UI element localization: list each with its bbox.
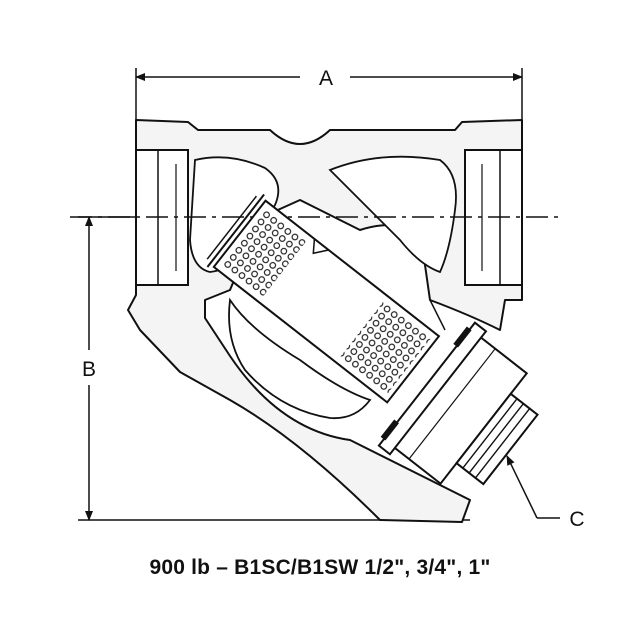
diagram-caption: 900 lb – B1SC/B1SW 1/2", 3/4", 1": [149, 556, 491, 579]
dimension-a-label: A: [319, 67, 333, 90]
plug-thread-1: [462, 398, 518, 469]
dimension-c-leader-arrow: [506, 455, 538, 519]
plug-thread-3: [474, 408, 531, 479]
gasket-lower-block: [380, 419, 399, 441]
screen-perforation-lower: [339, 300, 432, 395]
screen-perforation-upper: [221, 208, 307, 298]
plug-thread-2: [468, 403, 524, 474]
screen-end-lip: [206, 195, 258, 260]
cap-seat-line: [429, 299, 446, 331]
cap-hex-line: [408, 348, 496, 460]
right-end-port: [464, 149, 523, 286]
screen-notch: [312, 238, 329, 255]
right-flow-cavity: [328, 155, 457, 274]
dimension-c-label: C: [569, 508, 584, 531]
strainer-body: [127, 119, 523, 523]
dimension-c: C: [506, 455, 585, 531]
strainer-screen: [206, 193, 441, 404]
dimension-a: A: [135, 67, 523, 120]
gasket-upper-block: [453, 326, 472, 348]
cap-gasket: [377, 321, 488, 456]
screen-retainer-cap: [377, 321, 539, 486]
screen-end-ring-top: [206, 193, 265, 268]
cap-plug: [455, 392, 539, 486]
lower-cavity: [228, 297, 372, 420]
dimension-b-label: B: [82, 358, 96, 381]
